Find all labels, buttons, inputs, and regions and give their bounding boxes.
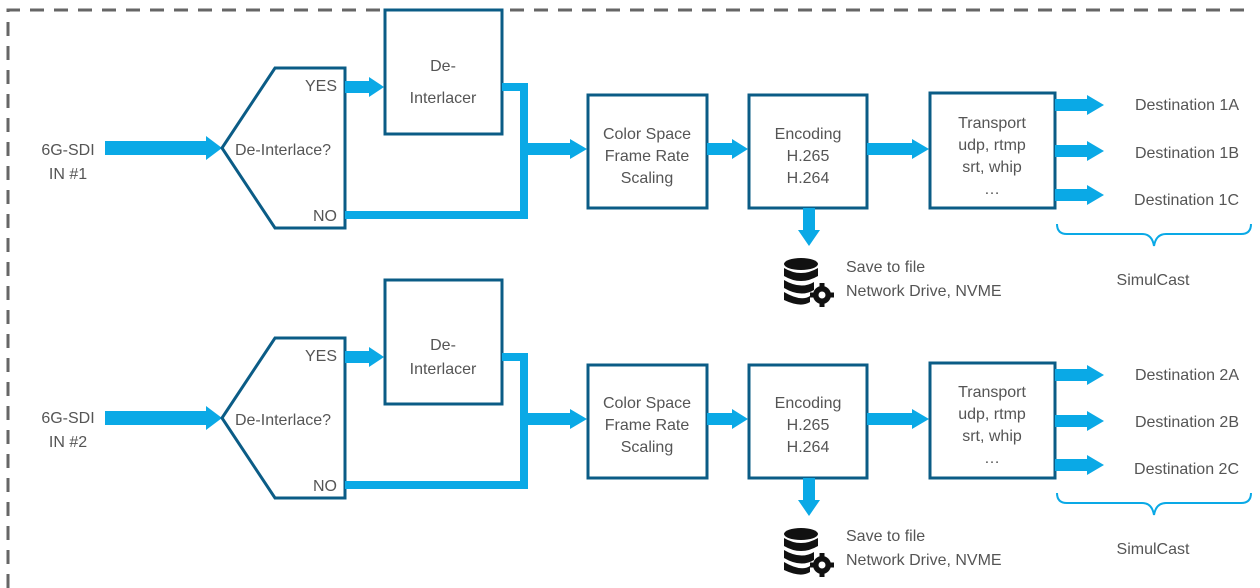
input-arrow — [105, 406, 222, 430]
destination-a-label: Destination 2A — [1135, 367, 1239, 384]
transport-label-line-3: srt, whip — [962, 159, 1022, 176]
yes-label: YES — [305, 78, 337, 95]
deinterlacer-label-line-2: Interlacer — [410, 361, 477, 378]
colorspace-label-line-2: Frame Rate — [605, 417, 690, 434]
colorspace-label-line-1: Color Space — [603, 126, 691, 143]
destination-arrow-b — [1055, 411, 1104, 431]
destination-arrow-c — [1055, 455, 1104, 475]
destination-b-label: Destination 2B — [1135, 414, 1239, 431]
destination-b-label: Destination 1B — [1135, 145, 1239, 162]
colorspace-label-line-3: Scaling — [621, 170, 673, 187]
colorspace-label-line-1: Color Space — [603, 395, 691, 412]
input-label-line-2: IN #1 — [49, 166, 87, 183]
destination-arrow-b — [1055, 141, 1104, 161]
decision-diamond — [220, 66, 347, 230]
encoding-label-line-1: Encoding — [775, 126, 842, 143]
simulcast-label: SimulCast — [1117, 272, 1190, 289]
pipeline-1: 6G-SDI IN #1 De-Interlace? YES NO De- In… — [41, 8, 1252, 307]
deinterlacer-label-line-1: De- — [430, 58, 456, 75]
save-arrow — [798, 478, 820, 516]
transport-label-line-3: srt, whip — [962, 428, 1022, 445]
no-label: NO — [313, 478, 337, 495]
encoding-box — [747, 363, 869, 480]
encoding-label-line-2: H.265 — [787, 417, 830, 434]
destination-c-label: Destination 1C — [1134, 192, 1239, 209]
decision-diamond — [220, 336, 347, 500]
encoding-label-line-1: Encoding — [775, 395, 842, 412]
encoding-label-line-3: H.264 — [787, 170, 830, 187]
simulcast-brace — [1056, 223, 1252, 247]
save-arrow — [798, 208, 820, 246]
save-label-line-1: Save to file — [846, 528, 925, 545]
transport-label-line-2: udp, rtmp — [958, 406, 1026, 423]
colorspace-label-line-2: Frame Rate — [605, 148, 690, 165]
encoding-to-transport-arrow — [867, 139, 929, 159]
decision-label: De-Interlace? — [235, 412, 331, 429]
colorspace-box — [586, 93, 709, 210]
transport-label-line-2: udp, rtmp — [958, 137, 1026, 154]
simulcast-label: SimulCast — [1117, 541, 1190, 558]
deinterlacer-box — [383, 8, 504, 136]
merge-arrow — [520, 139, 587, 159]
deinterlacer-output-line — [502, 83, 528, 215]
save-label-line-2: Network Drive, NVME — [846, 283, 1002, 300]
pipeline-2: 6G-SDI IN #2 De-Interlace? YES NO De- In… — [41, 278, 1252, 577]
dashed-frame — [6, 8, 1254, 588]
yes-label: YES — [305, 348, 337, 365]
database-gear-icon — [784, 528, 834, 577]
colorspace-to-encoding-arrow — [707, 409, 748, 429]
input-label-line-1: 6G-SDI — [41, 410, 94, 427]
decision-label: De-Interlace? — [235, 142, 331, 159]
destination-arrow-c — [1055, 185, 1104, 205]
transport-label-line-4: … — [984, 181, 1000, 198]
destination-a-label: Destination 1A — [1135, 97, 1239, 114]
yes-arrow — [345, 77, 384, 97]
transport-label-line-1: Transport — [958, 115, 1026, 132]
yes-arrow — [345, 347, 384, 367]
transport-box — [928, 361, 1057, 480]
save-label-line-2: Network Drive, NVME — [846, 552, 1002, 569]
colorspace-label-line-3: Scaling — [621, 439, 673, 456]
deinterlacer-label-line-1: De- — [430, 337, 456, 354]
deinterlacer-box — [383, 278, 504, 406]
deinterlacer-output-line — [502, 353, 528, 485]
encoding-label-line-2: H.265 — [787, 148, 830, 165]
colorspace-to-encoding-arrow — [707, 139, 748, 159]
encoding-label-line-3: H.264 — [787, 439, 830, 456]
destination-arrow-a — [1055, 365, 1104, 385]
no-label: NO — [313, 208, 337, 225]
encoding-to-transport-arrow — [867, 409, 929, 429]
merge-arrow — [520, 409, 587, 429]
destination-arrow-a — [1055, 95, 1104, 115]
transport-label-line-1: Transport — [958, 384, 1026, 401]
database-gear-icon — [784, 258, 834, 307]
input-arrow — [105, 136, 222, 160]
input-label-line-2: IN #2 — [49, 434, 87, 451]
transport-label-line-4: … — [984, 450, 1000, 467]
simulcast-brace — [1056, 492, 1252, 516]
input-label-line-1: 6G-SDI — [41, 142, 94, 159]
save-label-line-1: Save to file — [846, 259, 925, 276]
colorspace-box — [586, 363, 709, 480]
deinterlacer-label-line-2: Interlacer — [410, 90, 477, 107]
destination-c-label: Destination 2C — [1134, 461, 1239, 478]
